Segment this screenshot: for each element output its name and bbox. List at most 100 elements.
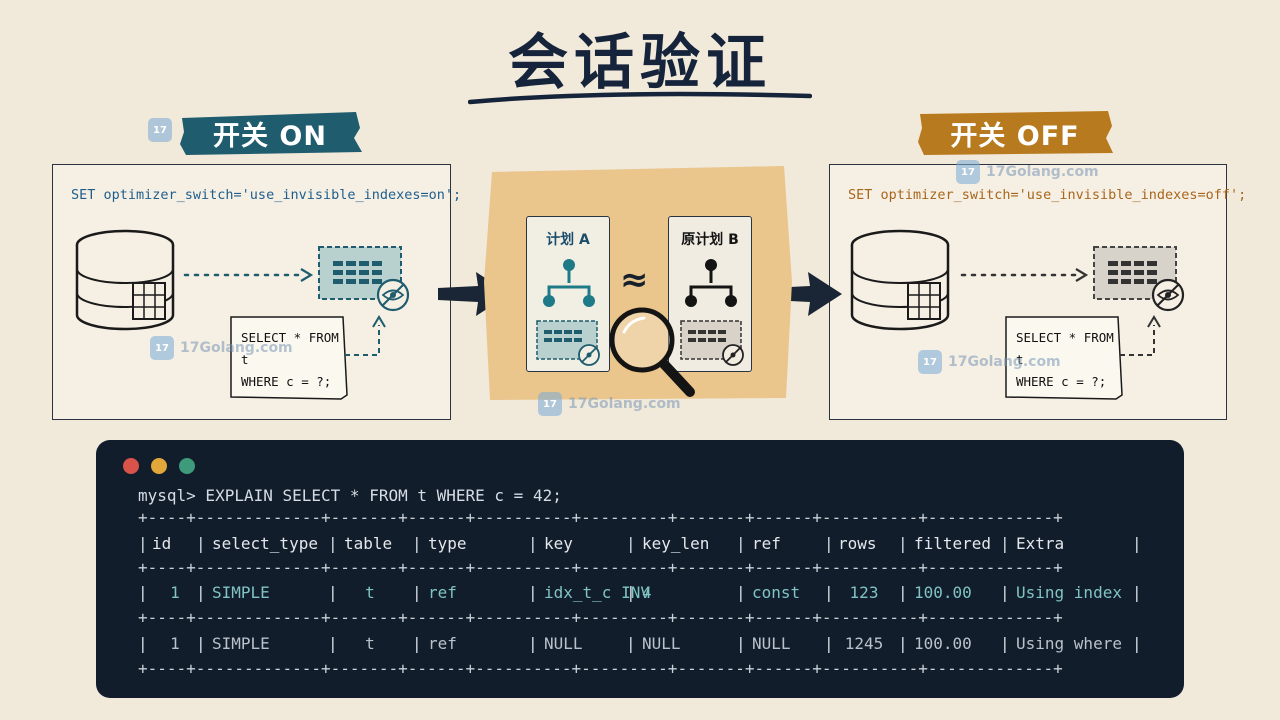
watermark: 17 17Golang.com xyxy=(956,160,1099,184)
column-header: ref xyxy=(752,534,781,553)
table-border: +----+-------------+-------+------+-----… xyxy=(138,659,1063,678)
watermark: 17 xyxy=(148,118,172,142)
table-pipe: | xyxy=(196,634,206,653)
plan-tree-icon xyxy=(680,259,744,366)
column-header: key_len xyxy=(642,534,710,553)
table-pipe: | xyxy=(626,583,636,602)
panel-on-drawing xyxy=(75,229,410,400)
table-cell: const xyxy=(752,583,801,602)
table-cell: t xyxy=(365,583,375,602)
table-cell: 123 xyxy=(849,583,879,602)
table-pipe: | xyxy=(196,534,206,553)
plan-tree-icon xyxy=(536,259,600,366)
table-pipe: | xyxy=(528,583,538,602)
table-pipe: | xyxy=(824,634,834,653)
watermark: 17 17Golang.com xyxy=(150,336,293,360)
switch-on-label: 开关 ON xyxy=(178,108,362,158)
brush-stroke-amber xyxy=(918,111,1113,155)
switch-off-label: 开关 OFF xyxy=(916,108,1114,158)
plan-a-label: 计划 A xyxy=(546,232,590,248)
column-header: rows xyxy=(838,534,877,553)
table-pipe: | xyxy=(138,534,148,553)
watermark: 17 17Golang.com xyxy=(538,392,681,416)
approximately-equal-sign: ≈ xyxy=(620,260,649,300)
watermark-logo-icon: 17 xyxy=(918,350,942,374)
column-header: type xyxy=(428,534,467,553)
switch-off-text: 开关 OFF xyxy=(950,120,1080,152)
table-cell: SIMPLE xyxy=(212,583,270,602)
panel-switch-on: SET optimizer_switch='use_invisible_inde… xyxy=(52,164,461,420)
panel-switch-off: SET optimizer_switch='use_invisible_inde… xyxy=(829,164,1246,420)
table-cell: Using where xyxy=(1016,634,1122,653)
terminal-prompt: mysql> EXPLAIN SELECT * FROM t WHERE c =… xyxy=(138,486,562,505)
table-pipe: | xyxy=(328,534,338,553)
column-header: key xyxy=(544,534,573,553)
table-cell: 1245 xyxy=(844,634,884,653)
watermark: 17 17Golang.com xyxy=(918,350,1061,374)
watermark-text: 17Golang.com xyxy=(986,164,1099,180)
plan-a-card: 计划 A xyxy=(526,216,610,372)
table-pipe: | xyxy=(412,634,422,653)
table-cell: 1 xyxy=(170,634,180,653)
table-pipe: | xyxy=(528,534,538,553)
watermark-logo-icon: 17 xyxy=(150,336,174,360)
window-close-dot[interactable] xyxy=(123,458,139,474)
watermark-text: 17Golang.com xyxy=(180,340,293,356)
query-note-off: SELECT * FROM t WHERE c = ?; xyxy=(1006,317,1120,399)
table-pipe: | xyxy=(1132,583,1142,602)
query-line-2: WHERE c = ?; xyxy=(1016,374,1107,389)
column-header: select_type xyxy=(212,534,318,553)
sql-set-off: SET optimizer_switch='use_invisible_inde… xyxy=(848,187,1247,203)
terminal-window: mysql> EXPLAIN SELECT * FROM t WHERE c =… xyxy=(96,440,1184,698)
table-pipe: | xyxy=(138,583,148,602)
table-pipe: | xyxy=(328,634,338,653)
table-pipe: | xyxy=(328,583,338,602)
table-pipe: | xyxy=(412,583,422,602)
table-pipe: | xyxy=(626,634,636,653)
table-pipe: | xyxy=(1000,583,1010,602)
window-maximize-dot[interactable] xyxy=(179,458,195,474)
table-cell: t xyxy=(365,634,375,653)
table-pipe: | xyxy=(528,634,538,653)
plan-b-label: 原计划 B xyxy=(681,232,739,248)
table-pipe: | xyxy=(1132,534,1142,553)
query-line-1: SELECT * FROM t xyxy=(241,330,339,367)
table-cell: 1 xyxy=(170,583,180,602)
table-pipe: | xyxy=(824,534,834,553)
table-pipe: | xyxy=(898,583,908,602)
table-cell: ref xyxy=(428,583,457,602)
query-line-1: SELECT * FROM t xyxy=(1016,330,1114,367)
table-pipe: | xyxy=(196,583,206,602)
table-pipe: | xyxy=(626,534,636,553)
table-pipe: | xyxy=(736,583,746,602)
table-cell: NULL xyxy=(544,634,583,653)
table-pipe: | xyxy=(898,534,908,553)
brush-stroke-teal xyxy=(180,112,362,155)
column-header: Extra xyxy=(1016,534,1065,553)
database-icon xyxy=(75,229,175,331)
table-cell: idx_t_c INV xyxy=(544,583,650,602)
page-title: 会话验证 xyxy=(508,28,772,98)
column-header: table xyxy=(344,534,393,553)
panel-off-drawing xyxy=(850,229,1185,400)
table-pipe: | xyxy=(1000,534,1010,553)
plan-comparison: 计划 A ≈ 原计划 B xyxy=(484,162,794,402)
table-pipe: | xyxy=(824,583,834,602)
table-border: +----+-------------+-------+------+-----… xyxy=(138,608,1063,627)
window-minimize-dot[interactable] xyxy=(151,458,167,474)
table-cell: 100.00 xyxy=(914,634,972,653)
query-line-2: WHERE c = ?; xyxy=(241,374,332,389)
column-header: filtered xyxy=(914,534,992,553)
arrow-right-icon xyxy=(770,272,842,316)
switch-on-text: 开关 ON xyxy=(213,120,327,152)
table-border: +----+-------------+-------+------+-----… xyxy=(138,508,1063,527)
watermark-logo-icon: 17 xyxy=(956,160,980,184)
table-cell: ref xyxy=(428,634,457,653)
table-cell: NULL xyxy=(752,634,791,653)
table-pipe: | xyxy=(736,634,746,653)
column-header: id xyxy=(152,534,172,553)
watermark-text: 17Golang.com xyxy=(568,396,681,412)
table-pipe: | xyxy=(1000,634,1010,653)
table-pipe: | xyxy=(898,634,908,653)
table-pipe: | xyxy=(412,534,422,553)
